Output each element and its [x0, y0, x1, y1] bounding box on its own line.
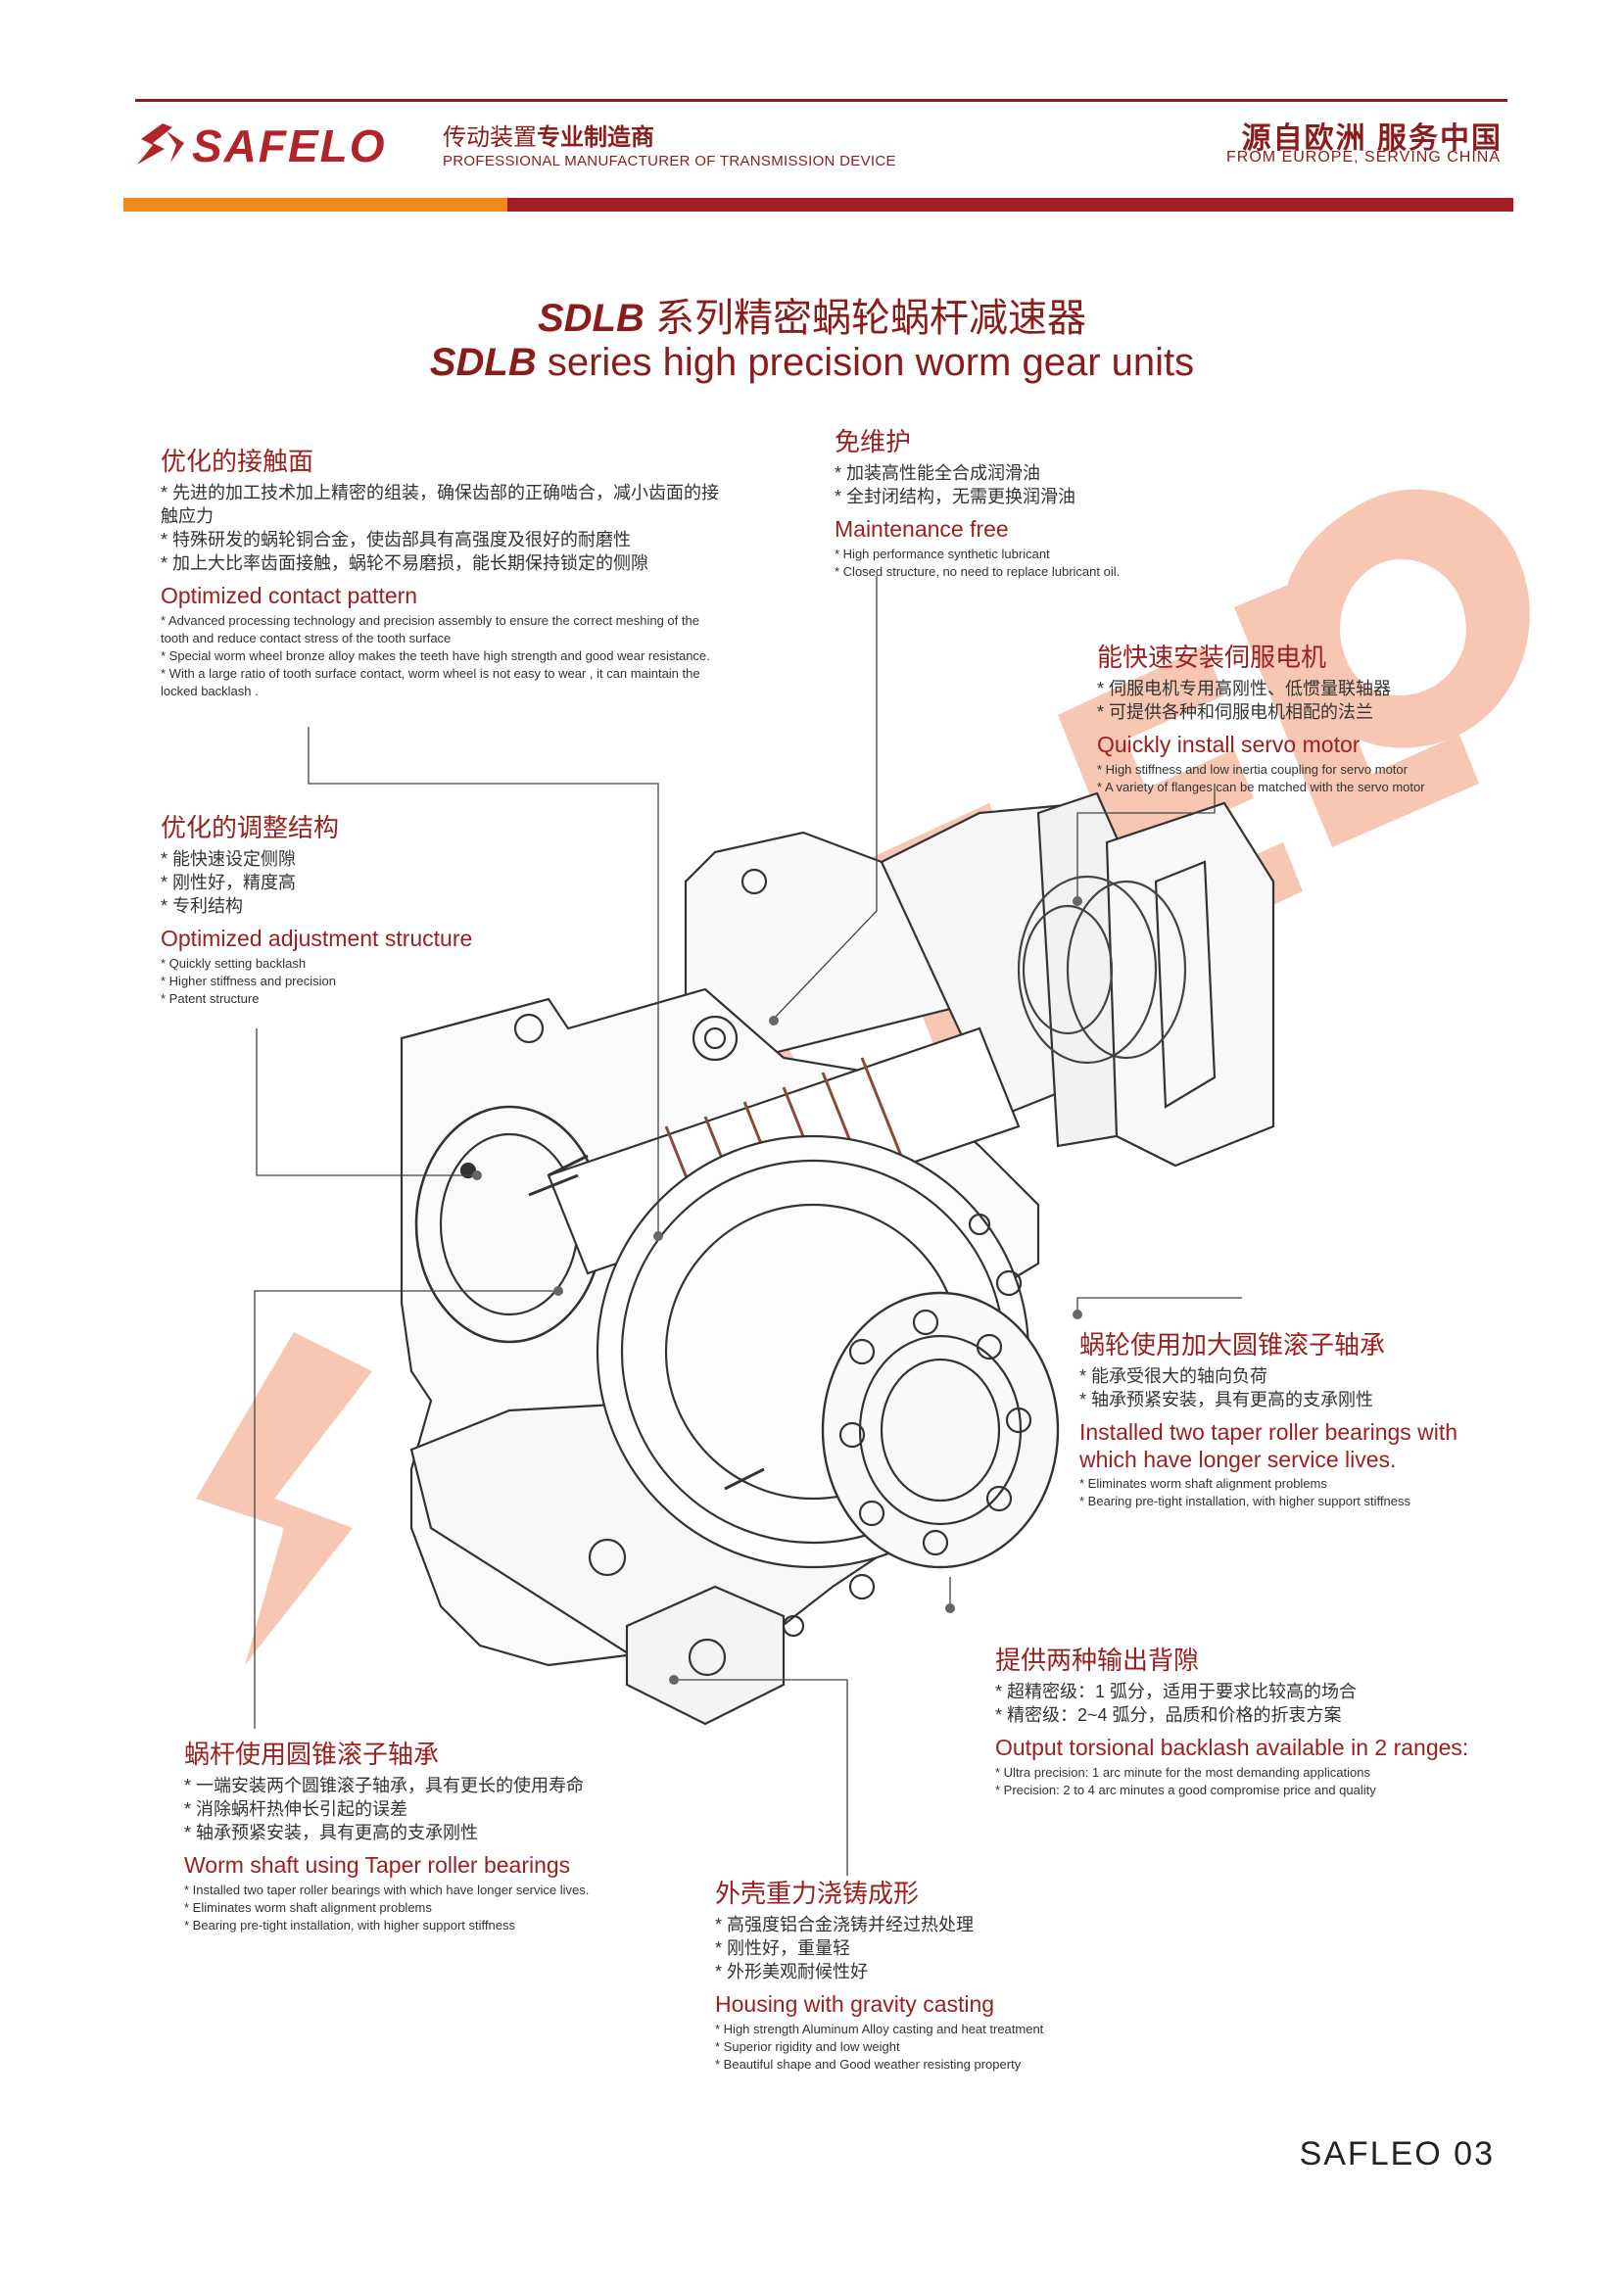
list-item: 可提供各种和伺服电机相配的法兰 — [1097, 700, 1508, 724]
list-item: Superior rigidity and low weight — [715, 2038, 1224, 2056]
list-item: 加上大比率齿面接触，蜗轮不易磨损，能长期保持锁定的侧隙 — [161, 551, 719, 575]
feature-list-en: High performance synthetic lubricant Clo… — [835, 546, 1226, 581]
list-item: 外形美观耐候性好 — [715, 1960, 1224, 1983]
feature-worm-bearings: 蜗杆使用圆锥滚子轴承 一端安装两个圆锥滚子轴承，具有更长的使用寿命 消除蜗杆热伸… — [184, 1740, 693, 1934]
list-item: 特殊研发的蜗轮铜合金，使齿部具有高强度及很好的耐磨性 — [161, 528, 719, 551]
header-red-bar — [507, 198, 1513, 212]
page-title-cn: SDLB 系列精密蜗轮蜗杆减速器 — [537, 297, 1086, 340]
feature-title-cn: 优化的调整结构 — [161, 813, 340, 842]
feature-title-cn: 免维护 — [835, 427, 912, 456]
list-item: High stiffness and low inertia coupling … — [1097, 761, 1508, 779]
feature-list-cn: 一端安装两个圆锥滚子轴承，具有更长的使用寿命 消除蜗杆热伸长引起的误差 轴承预紧… — [184, 1774, 693, 1844]
feature-title-en: Optimized contact pattern — [161, 583, 418, 609]
list-item: 加装高性能全合成润滑油 — [835, 461, 1226, 485]
list-item: Special worm wheel bronze alloy makes th… — [161, 647, 719, 665]
list-item: 能快速设定侧隙 — [161, 847, 572, 871]
feature-list-en: Quickly setting backlash Higher stiffnes… — [161, 955, 572, 1008]
list-item: 刚性好，精度高 — [161, 871, 572, 894]
page-number: SAFLEO 03 — [1299, 2135, 1495, 2172]
list-item: High strength Aluminum Alloy casting and… — [715, 2021, 1224, 2038]
feature-adjustment-structure: 优化的调整结构 能快速设定侧隙 刚性好，精度高 专利结构 Optimized a… — [161, 813, 572, 1008]
list-item: Bearing pre-tight installation, with hig… — [184, 1917, 693, 1934]
feature-list-en: Eliminates worm shaft alignment problems… — [1079, 1475, 1491, 1510]
feature-title-en: Worm shaft using Taper roller bearings — [184, 1852, 571, 1879]
feature-output-backlash: 提供两种输出背隙 超精密级：1 弧分，适用于要求比较高的场合 精密级：2~4 弧… — [995, 1646, 1485, 1799]
tagline-cn: 传动装置专业制造商 — [443, 124, 654, 151]
list-item: With a large ratio of tooth surface cont… — [161, 665, 719, 700]
feature-housing-casting: 外壳重力浇铸成形 高强度铝合金浇铸并经过热处理 刚性好，重量轻 外形美观耐候性好… — [715, 1879, 1224, 2074]
leader-dots — [472, 896, 1082, 1685]
list-item: 能承受很大的轴向负荷 — [1079, 1364, 1491, 1388]
list-item: A variety of flanges can be matched with… — [1097, 779, 1508, 796]
feature-list-en: High stiffness and low inertia coupling … — [1097, 761, 1508, 796]
feature-list-cn: 超精密级：1 弧分，适用于要求比较高的场合 精密级：2~4 弧分，品质和价格的折… — [995, 1680, 1485, 1727]
slogan-cn: 源自欧洲 服务中国 — [1241, 122, 1503, 155]
feature-contact-pattern: 优化的接触面 先进的加工技术加上精密的组装，确保齿部的正确啮合，减小齿面的接触应… — [161, 447, 719, 700]
list-item: 精密级：2~4 弧分，品质和价格的折衷方案 — [995, 1703, 1485, 1727]
housing-drawing — [400, 791, 1275, 1726]
feature-title-cn: 蜗轮使用加大圆锥滚子轴承 — [1079, 1330, 1386, 1360]
feature-list-cn: 高强度铝合金浇铸并经过热处理 刚性好，重量轻 外形美观耐候性好 — [715, 1913, 1224, 1983]
feature-list-en: Ultra precision: 1 arc minute for the mo… — [995, 1764, 1485, 1799]
feature-servo-motor: 能快速安装伺服电机 伺服电机专用高刚性、低惯量联轴器 可提供各种和伺服电机相配的… — [1097, 643, 1508, 796]
list-item: Ultra precision: 1 arc minute for the mo… — [995, 1764, 1485, 1782]
list-item: 轴承预紧安装，具有更高的支承刚性 — [1079, 1388, 1491, 1411]
feature-list-en: Installed two taper roller bearings with… — [184, 1882, 693, 1934]
list-item: Bearing pre-tight installation, with hig… — [1079, 1493, 1491, 1510]
feature-list-cn: 能快速设定侧隙 刚性好，精度高 专利结构 — [161, 847, 572, 918]
feature-title-en: Quickly install servo motor — [1097, 732, 1361, 758]
feature-list-en: High strength Aluminum Alloy casting and… — [715, 2021, 1224, 2074]
list-item: Closed structure, no need to replace lub… — [835, 563, 1226, 581]
feature-title-cn: 能快速安装伺服电机 — [1097, 643, 1327, 672]
list-item: 超精密级：1 弧分，适用于要求比较高的场合 — [995, 1680, 1485, 1703]
slogan-en: FROM EUROPE, SERVING CHINA — [1226, 149, 1501, 166]
feature-title-cn: 蜗杆使用圆锥滚子轴承 — [184, 1740, 440, 1769]
feature-title-en: Output torsional backlash available in 2… — [995, 1735, 1469, 1761]
list-item: Eliminates worm shaft alignment problems — [184, 1899, 693, 1917]
list-item: 高强度铝合金浇铸并经过热处理 — [715, 1913, 1224, 1936]
feature-list-cn: 能承受很大的轴向负荷 轴承预紧安装，具有更高的支承刚性 — [1079, 1364, 1491, 1411]
list-item: Beautiful shape and Good weather resisti… — [715, 2056, 1224, 2074]
list-item: 全封闭结构，无需更换润滑油 — [835, 485, 1226, 508]
list-item: 刚性好，重量轻 — [715, 1936, 1224, 1960]
header-orange-bar — [123, 198, 507, 212]
feature-title-cn: 优化的接触面 — [161, 447, 314, 476]
feature-title-en: Maintenance free — [835, 516, 1009, 543]
feature-list-cn: 加装高性能全合成润滑油 全封闭结构，无需更换润滑油 — [835, 461, 1226, 508]
list-item: High performance synthetic lubricant — [835, 546, 1226, 563]
feature-maintenance-free: 免维护 加装高性能全合成润滑油 全封闭结构，无需更换润滑油 Maintenanc… — [835, 427, 1226, 581]
feature-title-en: Optimized adjustment structure — [161, 926, 473, 952]
list-item: 消除蜗杆热伸长引起的误差 — [184, 1797, 693, 1821]
feature-wheel-bearings: 蜗轮使用加大圆锥滚子轴承 能承受很大的轴向负荷 轴承预紧安装，具有更高的支承刚性… — [1079, 1330, 1491, 1510]
feature-list-cn: 伺服电机专用高刚性、低惯量联轴器 可提供各种和伺服电机相配的法兰 — [1097, 677, 1508, 724]
list-item: 一端安装两个圆锥滚子轴承，具有更长的使用寿命 — [184, 1774, 693, 1797]
list-item: 轴承预紧安装，具有更高的支承刚性 — [184, 1821, 693, 1844]
list-item: Precision: 2 to 4 arc minutes a good com… — [995, 1782, 1485, 1799]
feature-title-cn: 外壳重力浇铸成形 — [715, 1879, 920, 1908]
leader-lines — [254, 576, 1242, 1876]
list-item: Eliminates worm shaft alignment problems — [1079, 1475, 1491, 1493]
page-title-en: SDLB series high precision worm gear uni… — [429, 341, 1195, 384]
feature-title-en: Housing with gravity casting — [715, 1991, 995, 2018]
tagline-en: PROFESSIONAL MANUFACTURER OF TRANSMISSIO… — [443, 153, 896, 169]
list-item: Patent structure — [161, 990, 572, 1008]
header-top-rule — [135, 99, 1507, 102]
logo-wordmark: SAFELO — [192, 120, 387, 171]
feature-title-en: Installed two taper roller bearings with… — [1079, 1419, 1458, 1472]
list-item: Higher stiffness and precision — [161, 973, 572, 990]
feature-list-cn: 先进的加工技术加上精密的组装，确保齿部的正确啮合，减小齿面的接触应力 特殊研发的… — [161, 481, 719, 575]
list-item: Quickly setting backlash — [161, 955, 572, 973]
list-item: 专利结构 — [161, 894, 572, 918]
list-item: 伺服电机专用高刚性、低惯量联轴器 — [1097, 677, 1508, 700]
list-item: Advanced processing technology and preci… — [161, 612, 719, 647]
feature-list-en: Advanced processing technology and preci… — [161, 612, 719, 700]
list-item: 先进的加工技术加上精密的组装，确保齿部的正确啮合，减小齿面的接触应力 — [161, 481, 719, 528]
feature-title-cn: 提供两种输出背隙 — [995, 1646, 1200, 1675]
safelo-logo-icon — [137, 123, 184, 165]
list-item: Installed two taper roller bearings with… — [184, 1882, 693, 1899]
